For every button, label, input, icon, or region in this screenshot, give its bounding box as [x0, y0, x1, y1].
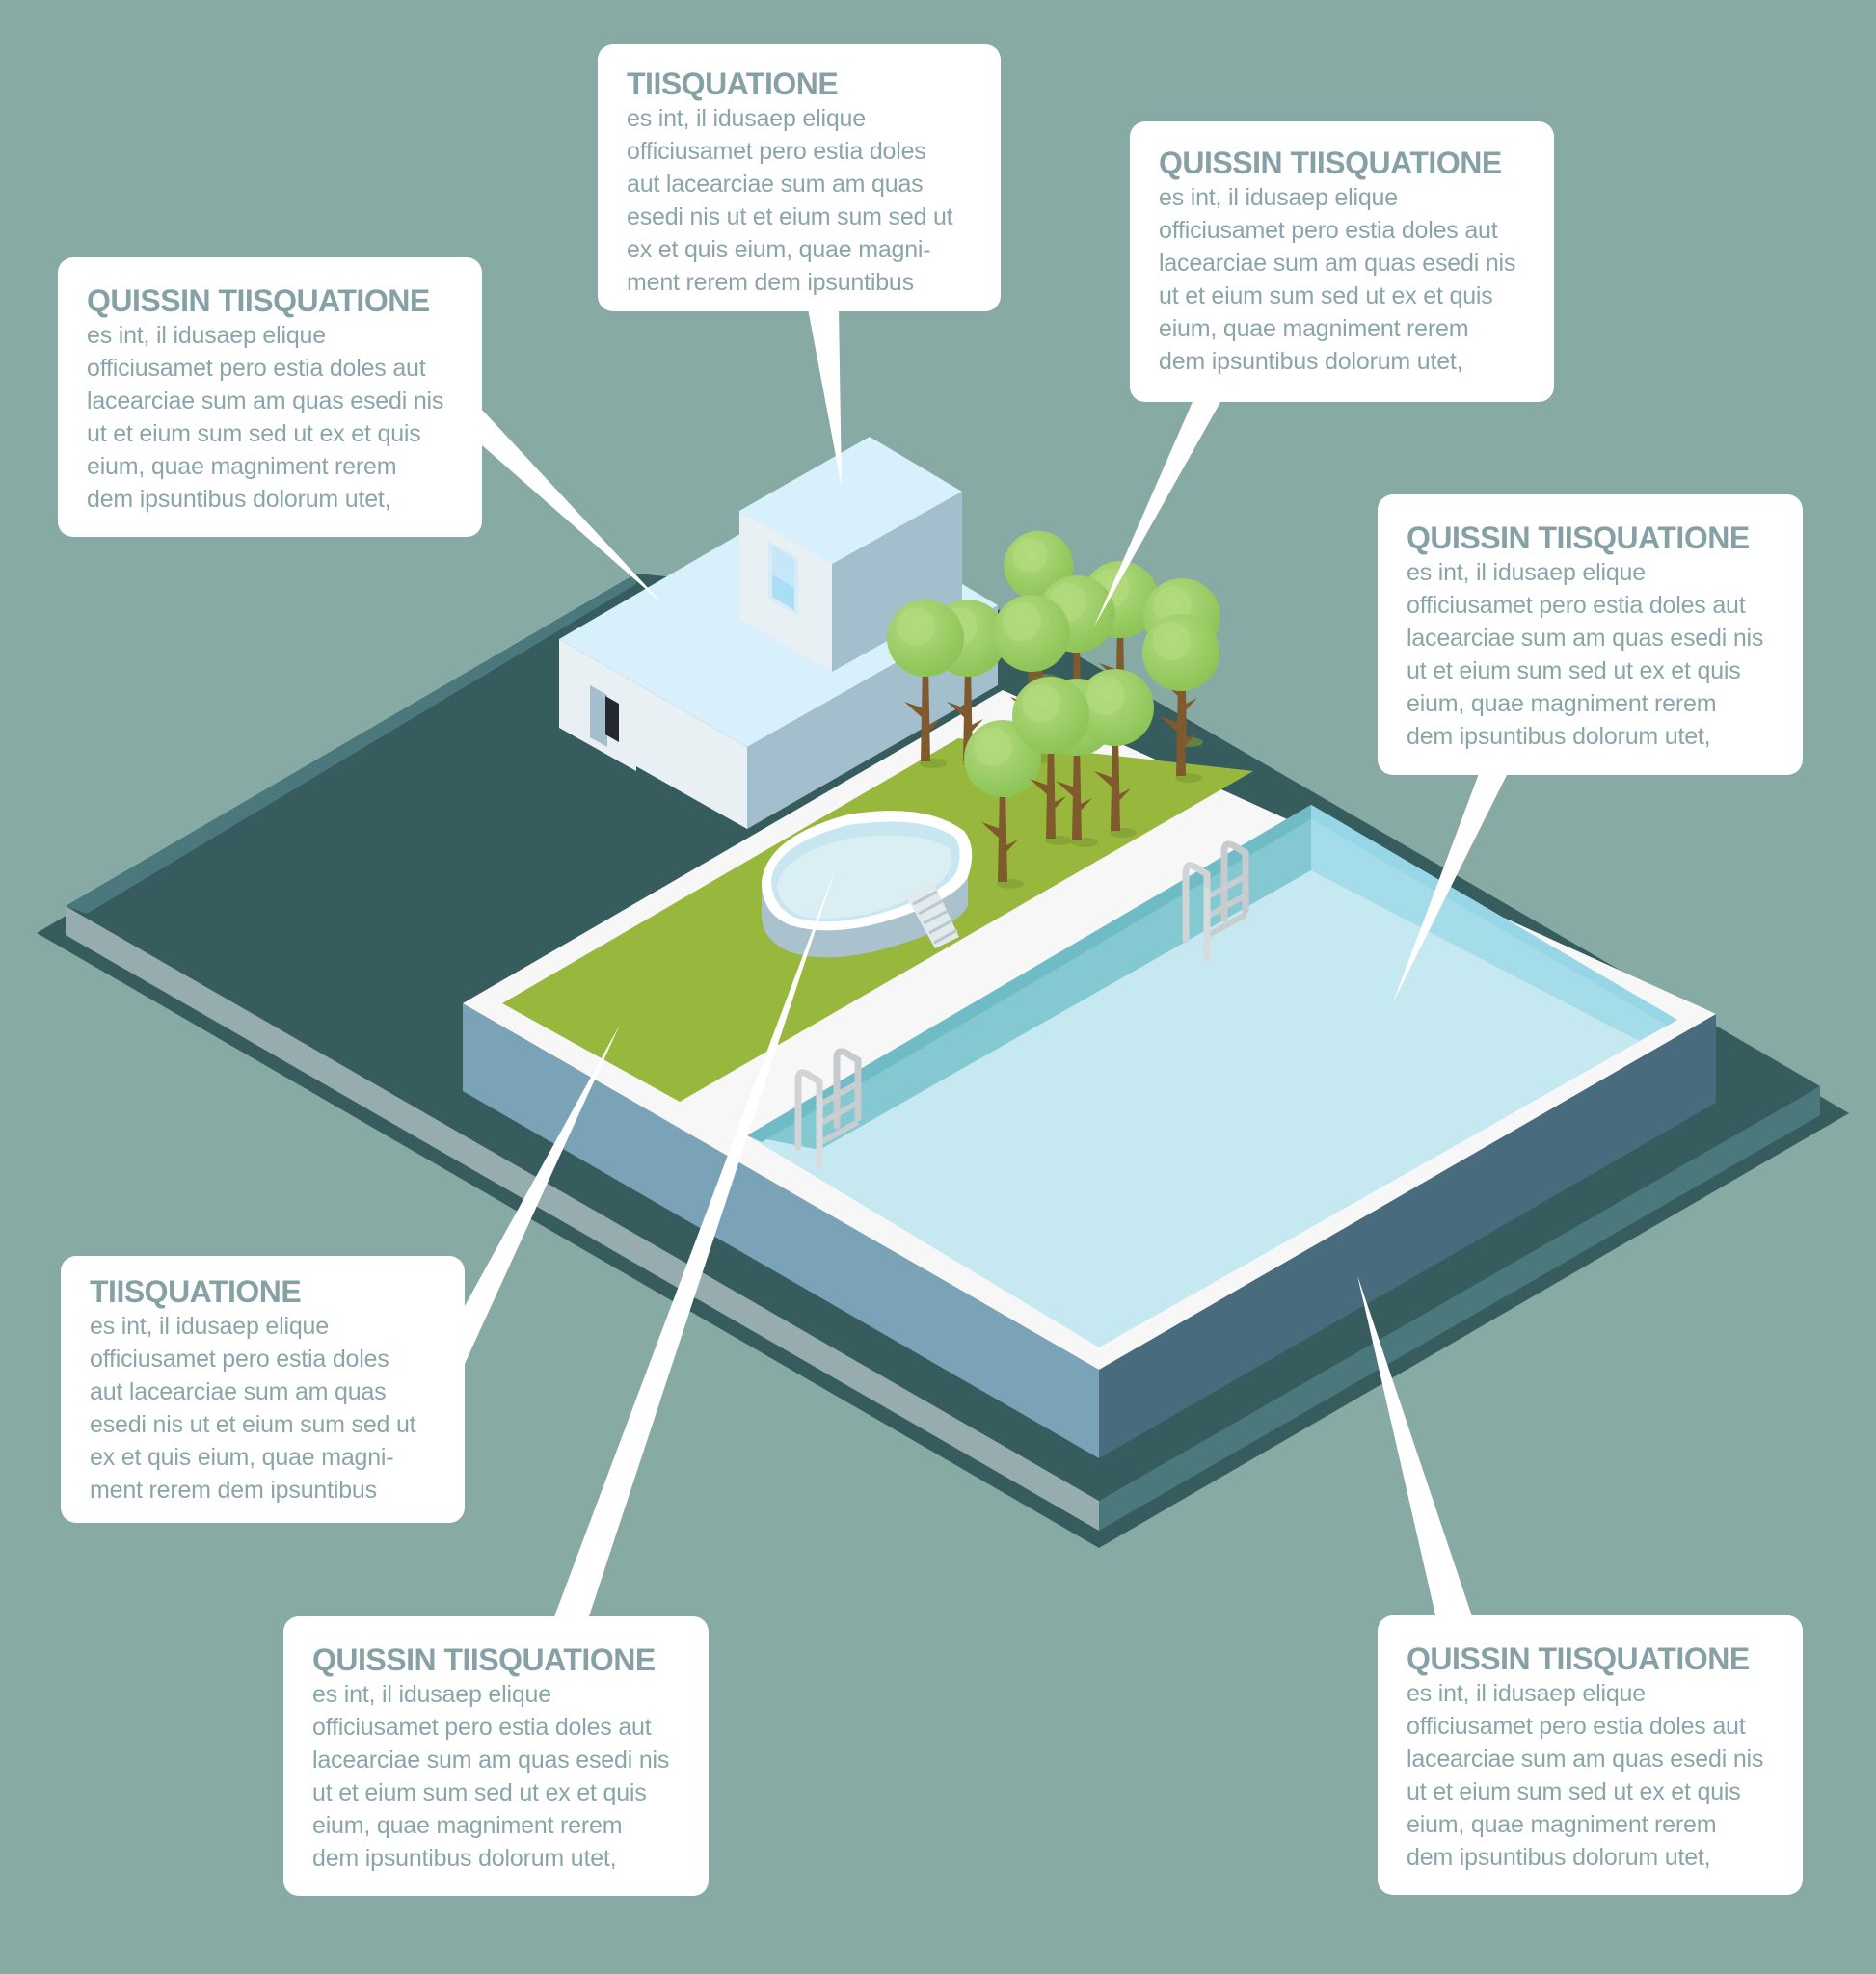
callout-body-line: officiusamet pero estia doles	[90, 1346, 389, 1373]
callout-body-line: lacearciae sum am quas esedi nis	[312, 1747, 670, 1774]
callout-body-line: lacearciae sum am quas esedi nis	[1159, 250, 1516, 277]
callout-title: QUISSIN TIISQUATIONE	[1159, 146, 1502, 180]
pointer-bottom-right	[1357, 1275, 1473, 1619]
pointer-left	[482, 410, 663, 604]
callout-body-line: es int, il idusaep elique	[1407, 1680, 1646, 1707]
callout-left: QUISSIN TIISQUATIONE es int, il idusaep …	[58, 257, 482, 537]
callout-body-line: officiusamet pero estia doles aut	[87, 355, 426, 382]
callout-body-line: ment rerem dem ipsuntibus	[627, 269, 914, 296]
callout-body-line: ut et eium sum sed ut ex et quis	[1407, 657, 1741, 684]
callout-body-line: lacearciae sum am quas esedi nis	[87, 387, 444, 414]
pointer-top-right	[1094, 395, 1224, 627]
callout-body-line: officiusamet pero estia doles aut	[1407, 1713, 1746, 1740]
callout-body-line: es int, il idusaep elique	[1159, 184, 1398, 211]
callout-title: TIISQUATIONE	[90, 1274, 302, 1309]
callout-body-line: aut lacearciae sum am quas	[627, 171, 924, 198]
house	[559, 437, 998, 829]
callout-bottom-right: QUISSIN TIISQUATIONE es int, il idusaep …	[1378, 1615, 1803, 1895]
callout-body-line: ut et eium sum sed ut ex et quis	[1159, 282, 1493, 309]
callout-body-line: es int, il idusaep elique	[312, 1681, 551, 1708]
callout-body-line: ment rerem dem ipsuntibus	[90, 1477, 377, 1504]
callout-top: TIISQUATIONE es int, il idusaep elique o…	[598, 44, 1001, 311]
callout-body-line: eium, quae magniment rerem	[312, 1812, 623, 1839]
callout-body-line: dem ipsuntibus dolorum utet,	[1159, 348, 1463, 375]
callout-body-line: officiusamet pero estia doles aut	[1159, 217, 1498, 244]
callout-body-line: eium, quae magniment rerem	[1159, 315, 1469, 342]
callout-body-line: aut lacearciae sum am quas	[90, 1378, 387, 1405]
callout-body-line: ut et eium sum sed ut ex et quis	[87, 420, 421, 447]
callout-body-line: lacearciae sum am quas esedi nis	[1407, 625, 1764, 652]
callout-title: QUISSIN TIISQUATIONE	[87, 283, 430, 318]
callout-body-line: eium, quae magniment rerem	[1407, 690, 1717, 717]
callout-title: QUISSIN TIISQUATIONE	[1407, 520, 1750, 555]
callout-title: TIISQUATIONE	[627, 67, 839, 101]
small-pool	[762, 811, 973, 958]
callout-body-line: es int, il idusaep elique	[627, 105, 866, 132]
callout-body-line: esedi nis ut et eium sum sed ut	[627, 203, 953, 230]
callout-title: QUISSIN TIISQUATIONE	[312, 1642, 656, 1677]
callout-body-line: officiusamet pero estia doles aut	[1407, 592, 1746, 619]
callout-title: QUISSIN TIISQUATIONE	[1407, 1641, 1750, 1676]
pointer-bottom-center	[553, 866, 837, 1619]
callout-right: QUISSIN TIISQUATIONE es int, il idusaep …	[1378, 494, 1803, 775]
callout-body-line: ex et quis eium, quae magni-	[627, 236, 931, 263]
callout-pointers	[465, 308, 1509, 1619]
callout-body-line: officiusamet pero estia doles	[627, 138, 926, 165]
callout-body-line: dem ipsuntibus dolorum utet,	[1407, 723, 1711, 750]
callout-body-line: eium, quae magniment rerem	[87, 453, 397, 480]
callout-body-line: es int, il idusaep elique	[1407, 559, 1646, 586]
callout-body-line: esedi nis ut et eium sum sed ut	[90, 1411, 416, 1438]
callout-body-line: officiusamet pero estia doles aut	[312, 1714, 652, 1741]
callout-lower-left: TIISQUATIONE es int, il idusaep elique o…	[61, 1256, 465, 1523]
callout-body-line: eium, quae magniment rerem	[1407, 1811, 1717, 1838]
pointer-top	[808, 308, 842, 487]
callout-top-right: QUISSIN TIISQUATIONE es int, il idusaep …	[1130, 121, 1554, 402]
pointer-right	[1393, 771, 1509, 1002]
callout-body-line: dem ipsuntibus dolorum utet,	[1407, 1844, 1711, 1871]
callout-body-line: ut et eium sum sed ut ex et quis	[312, 1779, 647, 1806]
callout-body-line: es int, il idusaep elique	[90, 1313, 329, 1340]
callout-body-line: ut et eium sum sed ut ex et quis	[1407, 1778, 1741, 1805]
pointer-lower-left	[465, 1025, 620, 1364]
callout-body-line: dem ipsuntibus dolorum utet,	[312, 1845, 617, 1872]
callout-body-line: dem ipsuntibus dolorum utet,	[87, 486, 391, 513]
callout-bottom-center: QUISSIN TIISQUATIONE es int, il idusaep …	[283, 1616, 709, 1896]
callout-body-line: lacearciae sum am quas esedi nis	[1407, 1746, 1764, 1773]
callout-body-line: es int, il idusaep elique	[87, 322, 326, 349]
callout-body-line: ex et quis eium, quae magni-	[90, 1444, 394, 1471]
